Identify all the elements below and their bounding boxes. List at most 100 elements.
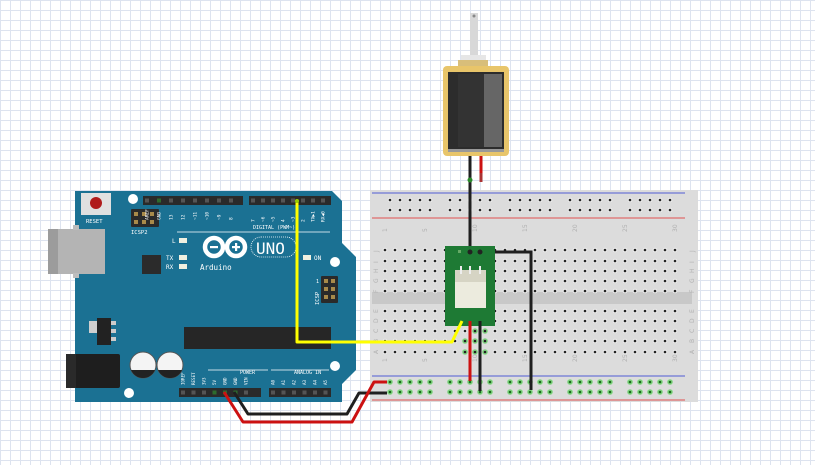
header-pin[interactable] xyxy=(281,390,286,395)
hole-center xyxy=(603,339,607,343)
hole-center xyxy=(393,269,397,273)
column-label: 20 xyxy=(572,354,579,362)
hole-center xyxy=(398,380,402,384)
relay-module[interactable] xyxy=(445,246,495,326)
header-pin[interactable] xyxy=(169,198,173,203)
hole-center xyxy=(403,319,407,323)
header-pin[interactable] xyxy=(193,198,197,203)
row-label: G xyxy=(689,278,696,283)
hole-center xyxy=(583,279,587,283)
header-pin[interactable] xyxy=(301,198,305,203)
header-pin[interactable] xyxy=(191,390,196,395)
pin-label: A0 xyxy=(271,379,276,385)
hole-center xyxy=(383,289,387,293)
hole-center xyxy=(433,289,437,293)
header-pin[interactable] xyxy=(217,198,221,203)
hole-center xyxy=(448,390,452,394)
hole-center xyxy=(568,390,572,394)
hole-center xyxy=(633,319,637,323)
hole-center xyxy=(623,319,627,323)
header-pin[interactable] xyxy=(212,390,217,395)
row-label: F xyxy=(689,289,696,293)
pin-label: ~3 xyxy=(291,216,297,222)
hole-center xyxy=(503,279,507,283)
mounting-hole xyxy=(124,388,134,398)
hole-center xyxy=(533,319,537,323)
signal-wire[interactable] xyxy=(295,201,464,344)
hole-center xyxy=(448,208,452,212)
analog-label: ANALOG IN xyxy=(294,370,321,376)
hole-center xyxy=(583,269,587,273)
hole-center xyxy=(423,329,427,333)
regulator-pin xyxy=(111,321,116,325)
hole-center xyxy=(613,279,617,283)
hole-center xyxy=(623,259,627,263)
hole-center xyxy=(603,289,607,293)
pin-label: ~6 xyxy=(261,216,267,222)
column-label: 20 xyxy=(572,224,579,232)
header-pin[interactable] xyxy=(292,390,296,395)
usb-tab xyxy=(73,273,79,278)
header-pin[interactable] xyxy=(251,198,255,203)
header-pin[interactable] xyxy=(271,390,275,395)
hole-center xyxy=(573,269,577,273)
hole-center xyxy=(488,208,492,212)
header-pin[interactable] xyxy=(145,198,149,203)
hole-center xyxy=(593,259,597,263)
header-pin[interactable] xyxy=(321,198,325,203)
hole-center xyxy=(603,259,607,263)
hole-center xyxy=(668,198,672,202)
module-out-wire[interactable] xyxy=(480,250,533,390)
hole-center xyxy=(528,198,532,202)
header-pin[interactable] xyxy=(181,198,185,203)
hole-center xyxy=(653,259,657,263)
hole-center xyxy=(673,269,677,273)
header-pin[interactable] xyxy=(202,390,206,395)
digital-header-right xyxy=(249,196,331,205)
reset-button-cap[interactable] xyxy=(90,197,102,209)
row-label: C xyxy=(373,329,380,333)
hole-center xyxy=(563,329,567,333)
header-pin[interactable] xyxy=(311,198,315,203)
icsp2-label: ICSP2 xyxy=(131,230,148,236)
plunger-nut xyxy=(458,60,488,66)
header-pin[interactable] xyxy=(157,198,161,203)
header-pin[interactable] xyxy=(302,390,307,395)
hole-center xyxy=(628,380,632,384)
power-jack xyxy=(66,354,120,388)
hole-center xyxy=(423,319,427,323)
hole-center xyxy=(658,380,662,384)
header-pin[interactable] xyxy=(313,390,317,395)
header-pin[interactable] xyxy=(261,198,265,203)
hole-center xyxy=(383,319,387,323)
hole-center xyxy=(503,259,507,263)
header-pin[interactable] xyxy=(323,390,328,395)
relay-pin xyxy=(469,266,471,274)
header-pin[interactable] xyxy=(229,198,233,203)
solenoid[interactable] xyxy=(443,13,509,156)
header-pin[interactable] xyxy=(281,198,285,203)
header-pin[interactable] xyxy=(271,198,275,203)
header-pin[interactable] xyxy=(244,390,248,395)
header-pin[interactable] xyxy=(291,198,295,203)
hole-center xyxy=(573,309,577,313)
pin-label: ~10 xyxy=(205,212,211,220)
hole-center xyxy=(413,259,417,263)
hole-center xyxy=(613,248,617,252)
hole-center xyxy=(633,329,637,333)
hole-center xyxy=(433,279,437,283)
hole-center xyxy=(473,350,477,354)
hole-center xyxy=(583,339,587,343)
hole-center xyxy=(643,339,647,343)
pin-label: 8 xyxy=(229,217,235,220)
5v-wire[interactable] xyxy=(222,380,387,424)
row-label: H xyxy=(373,268,380,273)
header-pin[interactable] xyxy=(205,198,209,203)
pin-label: A4 xyxy=(313,379,318,385)
plunger-collar xyxy=(461,55,486,62)
header-pin[interactable] xyxy=(181,390,185,395)
hole-center xyxy=(423,309,427,313)
